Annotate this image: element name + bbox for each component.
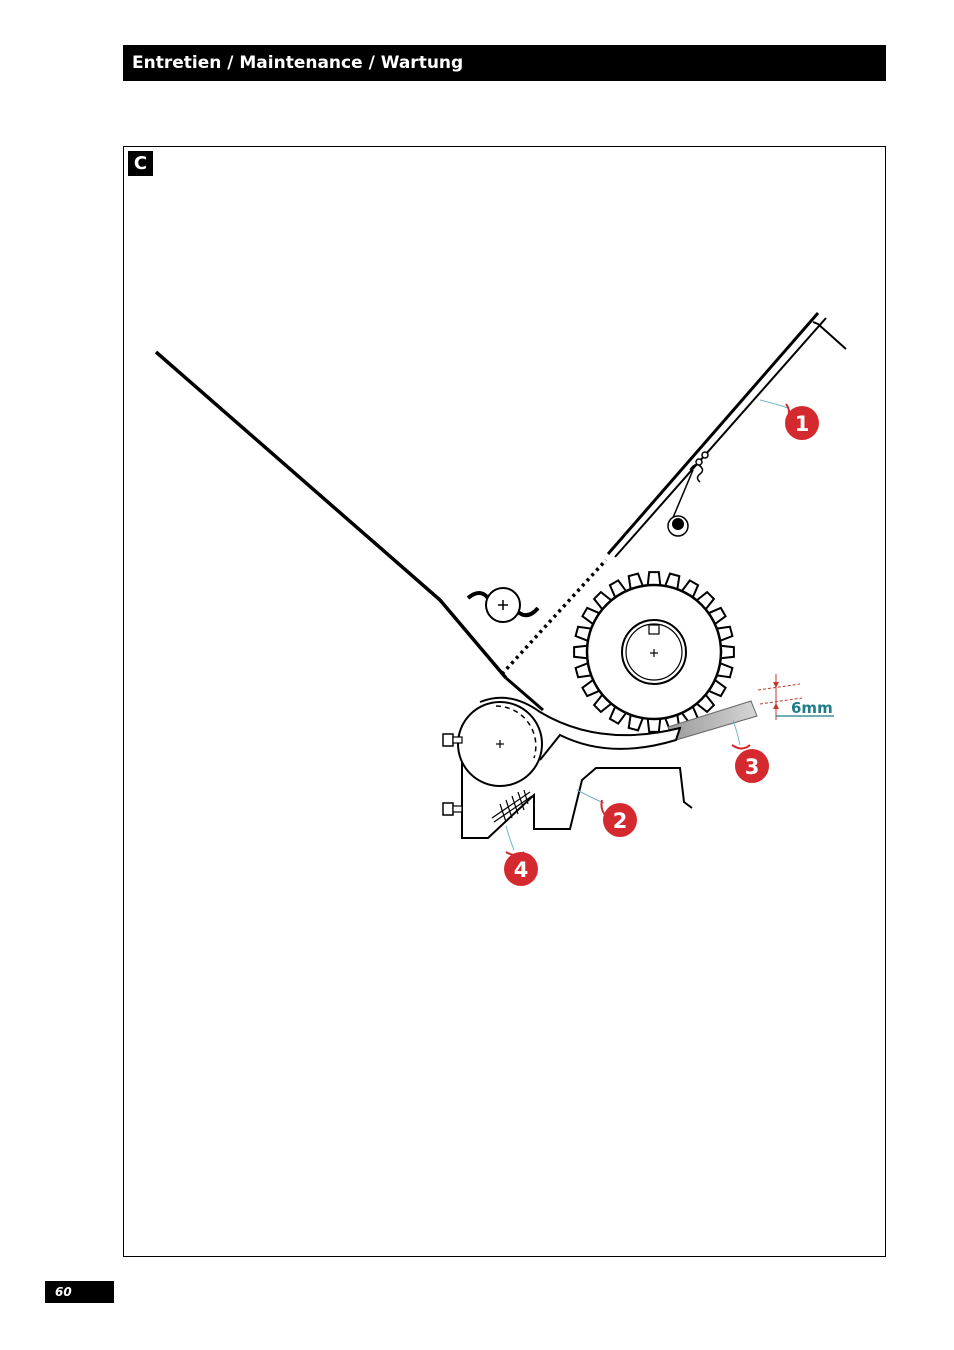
callout-4-label: 4 xyxy=(514,858,529,882)
callout-3: 3 xyxy=(735,749,769,783)
callout-2-label: 2 xyxy=(613,809,628,833)
distribution-gear xyxy=(574,572,734,732)
agitator-rotor xyxy=(468,588,538,622)
plate-spring xyxy=(668,452,708,536)
page-number: 60 xyxy=(45,1281,114,1303)
callout-2: 2 xyxy=(603,803,637,837)
callout-4: 4 xyxy=(504,852,538,886)
dimension-6mm: 6mm xyxy=(758,674,834,720)
callout-1: 1 xyxy=(785,406,819,440)
hopper-left-wall xyxy=(156,352,506,678)
plate-outer-line xyxy=(608,313,818,554)
callout-1-label: 1 xyxy=(795,412,810,436)
dimension-label: 6mm xyxy=(791,699,833,717)
callout-3-label: 3 xyxy=(745,755,760,779)
